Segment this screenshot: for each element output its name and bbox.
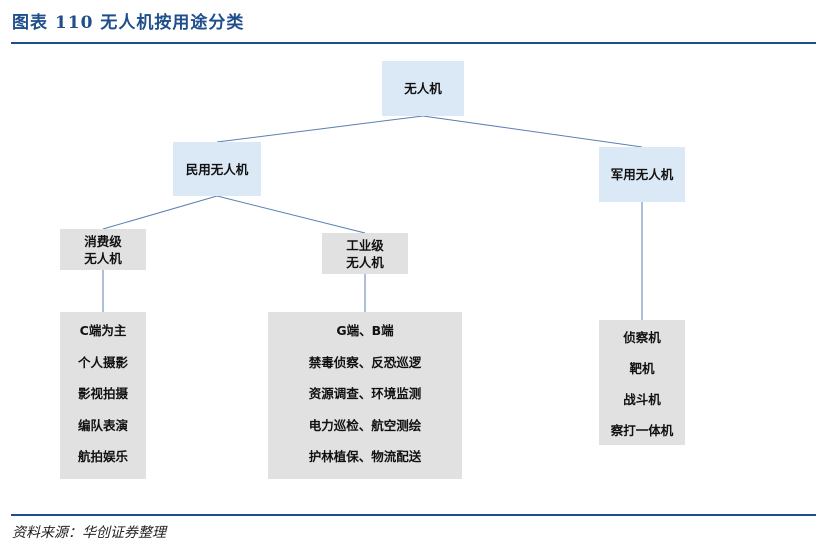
list-item: 电力巡检、航空测绘 xyxy=(308,417,422,433)
link-civil-consumer xyxy=(102,195,218,230)
footer-rule xyxy=(11,514,816,516)
list-item: 资源调查、环境监测 xyxy=(308,386,422,401)
node-uav-root: 无人机 xyxy=(382,61,464,116)
list-item: 护林植保、物流配送 xyxy=(308,449,422,464)
list-item: 察打一体机 xyxy=(610,423,674,438)
node-military-uav-label: 军用无人机 xyxy=(610,167,674,182)
list-item: G端、B端 xyxy=(336,323,394,338)
consumer-use-list: C端为主 个人摄影 影视拍摄 编队表演 航拍娱乐 xyxy=(60,312,146,479)
list-item: C端为主 xyxy=(79,323,127,338)
node-civil-uav: 民用无人机 xyxy=(173,142,261,196)
node-industrial-line-1: 工业级 xyxy=(346,237,384,253)
list-item: 战斗机 xyxy=(623,392,661,407)
source-note: 资料来源：华创证券整理 xyxy=(12,525,166,541)
node-industrial-line-2: 无人机 xyxy=(346,254,384,270)
list-item: 靶机 xyxy=(629,361,655,376)
list-item: 个人摄影 xyxy=(77,354,128,370)
military-use-list: 侦察机 靶机 战斗机 察打一体机 xyxy=(599,320,685,445)
link-root-military xyxy=(422,115,643,148)
list-item: 编队表演 xyxy=(77,417,128,433)
title-rule xyxy=(11,42,816,44)
node-consumer-uav: 消费级 无人机 xyxy=(60,229,146,270)
list-item: 影视拍摄 xyxy=(77,386,128,401)
node-industrial-uav: 工业级 无人机 xyxy=(322,233,408,274)
link-root-civil xyxy=(216,115,424,143)
list-item: 禁毒侦察、反恐巡逻 xyxy=(308,354,422,370)
node-civil-uav-label: 民用无人机 xyxy=(185,161,249,177)
node-consumer-line-2: 无人机 xyxy=(84,250,122,266)
industrial-use-list: G端、B端 禁毒侦察、反恐巡逻 资源调查、环境监测 电力巡检、航空测绘 护林植保… xyxy=(268,312,462,479)
node-military-uav: 军用无人机 xyxy=(599,147,685,202)
link-civil-industrial xyxy=(216,195,366,234)
list-item: 侦察机 xyxy=(623,330,661,345)
node-consumer-line-1: 消费级 xyxy=(84,233,122,249)
list-item: 航拍娱乐 xyxy=(77,449,128,464)
figure-title: 图表 110 无人机按用途分类 xyxy=(12,13,245,33)
node-uav-root-label: 无人机 xyxy=(404,81,442,96)
